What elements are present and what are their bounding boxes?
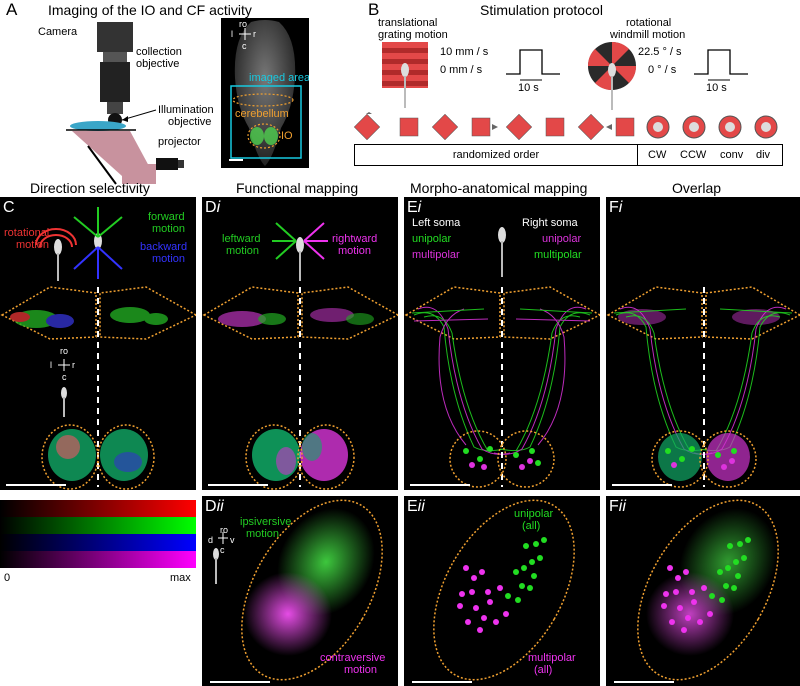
- scale-red: [0, 500, 196, 517]
- right-unipolar-label: unipolar: [542, 233, 582, 245]
- left-multipolar-label: multipolar: [412, 249, 460, 261]
- panel-b-title: Stimulation protocol: [480, 2, 603, 18]
- rotational-label-1: rotational: [626, 17, 672, 29]
- color-scale: [0, 500, 196, 568]
- panel-eii-image: Eii unipolar (all) multipolar (all): [404, 496, 600, 686]
- d-d-label: d: [208, 535, 214, 545]
- rotational-label-2: windmill motion: [610, 29, 686, 41]
- backward-motion-2: motion: [152, 253, 186, 265]
- windmill-stimulus: [587, 41, 637, 110]
- unipolar-all-2: (all): [522, 520, 541, 532]
- panel-ei-letter: Ei: [407, 199, 422, 216]
- grating-stimulus: [382, 42, 428, 108]
- scale-min: 0: [4, 572, 11, 584]
- rotation-conditions-box: CW CCW conv div: [637, 144, 783, 166]
- rightward-motion-1: rightward: [332, 233, 378, 245]
- speed-high: 10 mm / s: [440, 46, 489, 58]
- projector-label: projector: [158, 136, 201, 148]
- panel-f-title: Overlap: [672, 180, 722, 196]
- c-r-label: r: [72, 360, 75, 370]
- div-label: div: [756, 149, 771, 161]
- panel-a-title: Imaging of the IO and CF activity: [48, 2, 252, 18]
- panel-di-letter: Di: [205, 199, 221, 216]
- panel-ei-image: Ei Left soma Right soma unipolar multipo…: [404, 197, 600, 490]
- rotational-motion-1: rotational: [4, 227, 50, 239]
- ipsiversive-2: motion: [246, 528, 280, 540]
- backward-motion-1: backward: [140, 241, 188, 253]
- contraversive-2: motion: [344, 664, 378, 676]
- angle-timecourse: [694, 49, 748, 81]
- panel-di-image: Di leftward motion rightward motion: [202, 197, 398, 490]
- scale-max: max: [170, 572, 191, 584]
- ccw-label: CCW: [680, 149, 707, 161]
- leftward-motion-1: leftward: [222, 233, 261, 245]
- c-l-label: l: [50, 360, 52, 370]
- l-label: l: [231, 29, 233, 39]
- d-ro-label: ro: [220, 525, 229, 535]
- panel-c-title: Direction selectivity: [30, 180, 150, 196]
- collection-label-2: objective: [136, 58, 180, 70]
- panel-a-letter: A: [6, 0, 18, 19]
- c-c-label: c: [62, 372, 67, 382]
- r-label: r: [253, 29, 256, 39]
- panel-c-letter: C: [3, 199, 15, 216]
- camera-label: Camera: [38, 26, 78, 38]
- left-soma-label: Left soma: [412, 217, 461, 229]
- right-soma-label: Right soma: [522, 217, 578, 229]
- panel-c-image: C rotational motion for: [0, 197, 196, 490]
- panel-fii-letter: Fii: [609, 498, 626, 515]
- c-label: c: [242, 41, 247, 51]
- panel-b-letter: B: [368, 0, 380, 19]
- speed-timecourse: [506, 49, 560, 81]
- right-multipolar-label: multipolar: [534, 249, 582, 261]
- conv-label: conv: [720, 149, 744, 161]
- c-ro-label: ro: [60, 346, 69, 356]
- collection-label-1: collection: [136, 46, 182, 58]
- translational-label-1: translational: [378, 17, 438, 29]
- multipolar-all-2: (all): [534, 664, 553, 676]
- ipsiversive-1: ipsiversive: [240, 516, 292, 528]
- stimulus-sequence: [353, 112, 778, 141]
- io-label: IO: [281, 130, 293, 142]
- panel-eii-letter: Eii: [407, 498, 425, 515]
- scale-magenta: [0, 551, 196, 568]
- microscope-schematic: [66, 22, 184, 185]
- randomized-order-box: randomized order: [354, 144, 638, 166]
- cw-label: CW: [648, 149, 667, 161]
- illum-label-2: objective: [168, 116, 212, 128]
- imaged-area-label: imaged area: [249, 72, 309, 84]
- angle-high: 22.5 ° / s: [638, 46, 682, 58]
- time-label-1: 10 s: [518, 82, 539, 94]
- rightward-motion-2: motion: [338, 245, 372, 257]
- illum-label-1: Illumination: [158, 104, 214, 116]
- panel-d-title: Functional mapping: [236, 180, 359, 196]
- time-label-2: 10 s: [706, 82, 727, 94]
- multipolar-all-1: multipolar: [528, 652, 576, 664]
- speed-low: 0 mm / s: [440, 64, 483, 76]
- panel-dii-letter: Dii: [205, 498, 224, 515]
- rotational-motion-2: motion: [16, 239, 50, 251]
- randomized-order-label: randomized order: [452, 149, 540, 161]
- panel-e-title: Morpho-anatomical mapping: [410, 180, 588, 196]
- panel-dii-image: Dii ipsiversive motion contraversive mot…: [202, 496, 398, 686]
- d-v-label: v: [230, 535, 235, 545]
- contraversive-1: contraversive: [320, 652, 386, 664]
- left-unipolar-label: unipolar: [412, 233, 452, 245]
- panel-fii-image: Fii: [606, 496, 800, 686]
- unipolar-all-1: unipolar: [514, 508, 554, 520]
- angle-low: 0 ° / s: [648, 64, 677, 76]
- leftward-motion-2: motion: [226, 245, 260, 257]
- brain-image: ro l r c imaged area cerebellum IO: [221, 18, 309, 168]
- scale-blue: [0, 534, 196, 551]
- panel-fi-image: Fi: [606, 197, 800, 490]
- d-c-label: c: [220, 545, 225, 555]
- forward-motion-2: motion: [152, 223, 186, 235]
- panel-fi-letter: Fi: [609, 199, 623, 216]
- scale-green: [0, 517, 196, 534]
- translational-label-2: grating motion: [378, 29, 448, 41]
- cerebellum-label: cerebellum: [235, 108, 289, 120]
- ro-label: ro: [239, 19, 248, 29]
- forward-motion-1: forward: [148, 211, 185, 223]
